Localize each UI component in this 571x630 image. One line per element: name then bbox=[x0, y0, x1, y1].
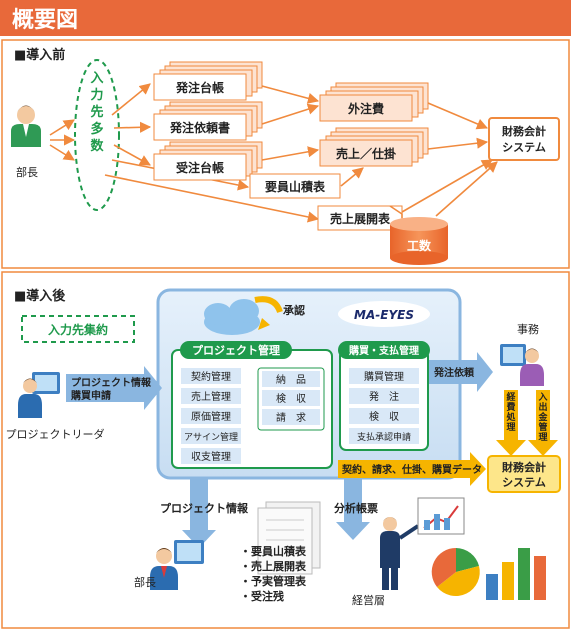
purchase-item: 購買管理 bbox=[364, 370, 404, 383]
before-panel: ■導入前 入力先多数 部長 bbox=[1, 39, 570, 269]
input-arrows bbox=[49, 83, 320, 223]
purchase-item: 発 注 bbox=[369, 390, 399, 403]
ledger-label: 発注台帳 bbox=[175, 80, 224, 95]
accounting-box-before: 財務会計 システム bbox=[488, 117, 560, 161]
order-request-label: 発注依頼 bbox=[433, 366, 475, 379]
database-icon: 工数 bbox=[390, 217, 448, 265]
purchase-box: 購買・支払管理 購買管理 発 注 検 収 支払承認申請 bbox=[338, 341, 430, 451]
accounting-box-after: 財務会計 システム bbox=[487, 455, 561, 493]
sales-stack: 売上／仕掛 bbox=[319, 127, 429, 167]
analysis-arrow: 分析帳票 bbox=[334, 478, 378, 540]
report-item: ・要員山積表 bbox=[240, 544, 307, 558]
page-title: 概要図 bbox=[12, 7, 78, 33]
input-group-box: 入力先集約 bbox=[21, 315, 135, 343]
purchase-title: 購買・支払管理 bbox=[348, 344, 419, 357]
leader-arrow-label: 購買申請 bbox=[70, 389, 111, 402]
leader-arrow-label: プロジェクト情報 bbox=[71, 376, 152, 389]
report-item: ・売上展開表 bbox=[240, 559, 307, 573]
person-icon bbox=[11, 105, 41, 147]
computer-user-icon bbox=[150, 540, 204, 590]
approval-label: 承認 bbox=[283, 303, 305, 317]
sales-plan-box: 売上展開表 bbox=[317, 205, 403, 231]
sales-plan-label: 売上展開表 bbox=[330, 211, 391, 226]
pm-title: プロジェクト管理 bbox=[192, 343, 280, 357]
project-management-box: プロジェクト管理 契約管理 売上管理 原価管理 アサイン管理 収支管理 納 品 … bbox=[171, 341, 333, 469]
manager-label: 部長 bbox=[134, 575, 156, 589]
data-flow-label: 契約、請求、仕掛、購買データ bbox=[342, 463, 482, 476]
chart-board-icon bbox=[417, 497, 465, 535]
computer-user-icon bbox=[18, 372, 60, 418]
report-item: ・受注残 bbox=[240, 589, 284, 603]
accounting-label: 財務会計 bbox=[501, 460, 546, 474]
before-heading: ■導入前 bbox=[14, 47, 65, 63]
accounting-label: システム bbox=[502, 476, 546, 489]
estimate-box: 要員山積表 bbox=[249, 173, 341, 199]
ledger-stack-2: 発注依頼書 bbox=[153, 101, 263, 141]
accounting-label: システム bbox=[502, 141, 546, 154]
outsource-stack: 外注費 bbox=[319, 82, 429, 122]
pm-item: アサイン管理 bbox=[184, 431, 238, 443]
presenter-icon bbox=[380, 517, 420, 590]
input-group-label: 入力先多数 bbox=[90, 71, 104, 154]
header-bar: 概要図 bbox=[0, 0, 571, 36]
ledger-stack-3: 受注台帳 bbox=[153, 141, 263, 181]
order-request-arrow: 発注依頼 bbox=[429, 352, 493, 392]
leader-arrow: プロジェクト情報 購買申請 bbox=[66, 366, 162, 410]
project-leader-label: プロジェクトリーダ bbox=[6, 427, 105, 441]
project-info-arrow: プロジェクト情報 bbox=[160, 478, 249, 548]
purchase-item: 検 収 bbox=[369, 410, 399, 423]
ledger-label: 受注台帳 bbox=[176, 160, 224, 175]
executives-label: 経営層 bbox=[352, 593, 385, 607]
expense-arrow: 経費処理 bbox=[496, 390, 526, 456]
input-group-label: 入力先集約 bbox=[48, 322, 108, 337]
flow-arrows bbox=[261, 85, 498, 218]
pm-item: 納 品 bbox=[276, 373, 306, 386]
cloud-icon bbox=[204, 296, 283, 335]
estimate-label: 要員山積表 bbox=[265, 179, 326, 194]
office-label: 事務 bbox=[517, 322, 539, 336]
report-item: ・予実管理表 bbox=[240, 574, 307, 588]
pm-item: 売上管理 bbox=[191, 390, 231, 403]
purchase-item: 支払承認申請 bbox=[357, 431, 411, 443]
after-panel: ■導入後 入力先集約 承認 MA-EYES プロジェクト管理 bbox=[1, 271, 570, 629]
pm-item: 原価管理 bbox=[191, 410, 231, 423]
work-hours-label: 工数 bbox=[407, 238, 432, 253]
pm-item: 収支管理 bbox=[191, 450, 231, 463]
logo-text: MA-EYES bbox=[354, 308, 414, 322]
report-list: ・要員山積表 ・売上展開表 ・予実管理表 ・受注残 bbox=[240, 544, 307, 603]
expense-label: 経費処理 bbox=[505, 391, 516, 433]
cash-label: 入出金管理 bbox=[537, 392, 548, 443]
computer-user-icon bbox=[500, 344, 544, 386]
logo: MA-EYES bbox=[338, 301, 430, 327]
project-info-label: プロジェクト情報 bbox=[160, 501, 249, 515]
accounting-label: 財務会計 bbox=[501, 124, 546, 138]
ledger-stack-1: 発注台帳 bbox=[153, 61, 263, 101]
analysis-label: 分析帳票 bbox=[334, 501, 378, 515]
pm-right-list: 納 品 検 収 請 求 bbox=[257, 367, 325, 431]
cash-arrow: 入出金管理 bbox=[528, 390, 558, 456]
outsource-label: 外注費 bbox=[348, 101, 384, 116]
sales-label: 売上／仕掛 bbox=[336, 146, 397, 161]
pm-item: 請 求 bbox=[276, 411, 306, 424]
document-icon bbox=[257, 501, 321, 575]
after-heading: ■導入後 bbox=[14, 288, 66, 304]
bar-chart-icon bbox=[486, 548, 546, 600]
data-flow-arrow: 契約、請求、仕掛、購買データ bbox=[338, 452, 486, 486]
pm-item: 検 収 bbox=[276, 392, 306, 405]
pie-chart-icon bbox=[431, 547, 480, 597]
pm-item: 契約管理 bbox=[191, 370, 231, 383]
pm-left-list: 契約管理 売上管理 原価管理 アサイン管理 収支管理 bbox=[181, 368, 241, 464]
ledger-label: 発注依頼書 bbox=[169, 120, 230, 135]
actor-label: 部長 bbox=[16, 165, 38, 179]
